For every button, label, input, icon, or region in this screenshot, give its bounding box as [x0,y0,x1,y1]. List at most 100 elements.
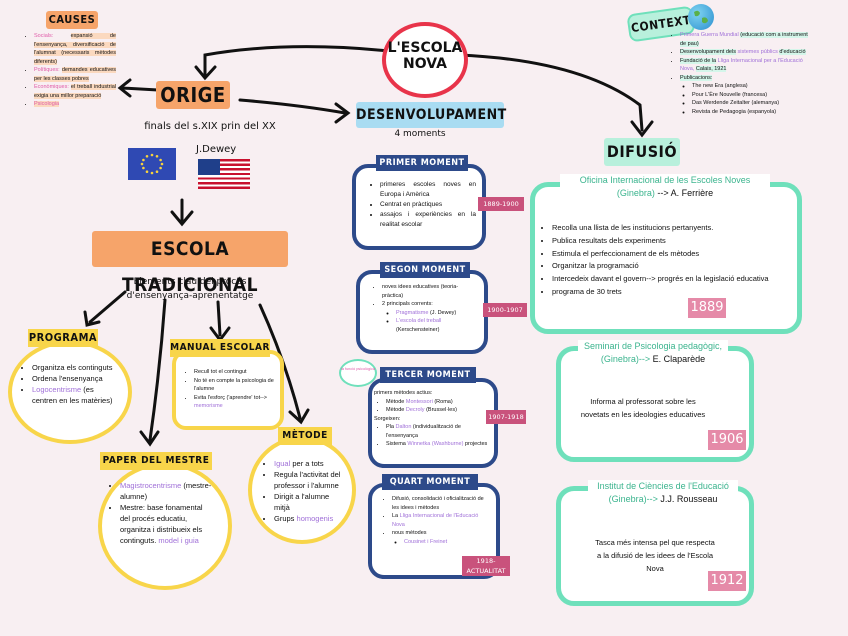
context-item-key: sistemes públics [737,49,778,55]
primer-item: primeres escoles noves en Europa i Amèri… [380,180,476,200]
paper-item: Mestre: base fonamental del procés educa… [120,502,212,546]
quart-list: Difusió, consolidació i oficialització d… [378,495,490,546]
segon-subitem-key: Pragmatisme [396,309,429,316]
metode-item-text: Grups [274,514,295,523]
tercer-list: primers mètodes actius: Mètode Montessor… [374,389,490,449]
segon-subitem-text: (J. Dewey) [429,309,457,316]
institut-title: Institut de Ciències de l'Educació (Gine… [588,480,738,506]
programa-item-text: (es centren en les matèries) [32,385,113,405]
quart-item: nous mètodes Cousinet i Freinet [392,529,490,546]
causes-item-key: Psicologia [34,101,60,107]
causes-item: Socials: expansió de l'ensenyança, diver… [34,32,116,66]
paper-item-text: Mestre: base fonamental del procés educa… [120,503,203,545]
oficina-item: Intercedeix davant el govern--> progrés … [552,273,786,286]
quart-label: QUART MOMENT [382,474,478,490]
tercer-subitem-text: projectes [464,441,488,447]
manual-box [172,350,284,430]
oficina-item: Organitzar la programació [552,260,786,273]
seminari-title: Seminari de Psicologia pedagògic, (Gineb… [578,340,728,366]
tercer-subitem-prefix: Pla [386,424,394,430]
oficina-item: Estimula el perfeccionament de els mètod… [552,248,786,261]
primer-date: 1889-1900 [478,197,524,211]
manual-item-key: memorisme [194,403,223,409]
manual-item-text: Recull tot el contingut [194,369,247,375]
oficina-title-person: --> A. Ferrière [657,188,714,198]
primer-item: assajos i experiències en la realitat es… [380,210,476,230]
segon-item: 2 principals corrents: Pragmatisme (J. D… [382,300,476,334]
oficina-title-place: Oficina Internacional de les Escoles Nov… [579,175,751,198]
programa-item-text: Organitza els continguts [32,363,113,372]
programa-item-key: Logocentrisme [32,385,82,394]
institut-date: 1912 [708,571,746,591]
segon-subitem-key: L'escola del treball [396,318,442,324]
main-title-line1: L'ESCOLA [387,40,463,56]
paper-list: Magistrocentrisme (mestre-alumne) Mestre… [106,480,212,546]
context-item: Primera Guerra Mundial (educació com a i… [680,31,814,48]
programa-label: PROGRAMA [28,329,98,347]
programa-item: Organitza els continguts [32,362,118,373]
oficina-list: Recolla una llista de les institucions p… [538,222,786,299]
quart-item: Difusió, consolidació i oficialització d… [392,495,490,512]
context-list: Primera Guerra Mundial (educació com a i… [666,31,814,116]
metode-item: Grups homogenis [274,513,346,524]
metode-item-text: per a tots [292,459,324,468]
note-text: la funció psicològica [341,367,375,371]
quart-subitem-key: Cousinet i Freinet [404,538,448,545]
manual-item-text: No té en compte la psicologia de l'alumn… [194,377,274,393]
seminari-title-place: Seminari de Psicologia pedagògic, (Gineb… [583,341,723,364]
manual-item: Evita l'esforç ('aprendre' tot--> memori… [194,394,274,411]
seminari-title-person: E. Claparède [652,354,706,364]
seminari-text: Informa al professorat sobre les novetat… [580,397,706,419]
main-title-line2: NOVA [403,56,447,72]
programa-item-text: Ordena l'ensenyança [32,374,103,383]
context-item-text: Fundació de la [680,57,717,64]
note-circle: la funció psicològica [339,359,377,387]
quart-date: 1918-ACTUALITAT [462,556,510,576]
segon-subitem: Pragmatisme (J. Dewey) [396,309,476,318]
publication-item: Das Werdende Zeitalter (alemanya) [692,99,814,108]
context-item-text: Calais, 1921 [695,66,727,72]
tercer-subitem-text: (Roma) [434,398,453,405]
tercer-intro: primers mètodes actius: [374,390,433,396]
tercer-subitem-prefix: Mètode [386,398,405,405]
context-item-text: Publicacions: [680,74,713,81]
metode-item-key: homogenis [296,514,334,523]
segon-item: noves idees educatives (teoria-pràctica) [382,283,476,300]
programa-item: Ordena l'ensenyança [32,373,118,384]
institut-title-person: J.J. Rousseau [660,494,718,504]
context-item: Desenvolupament dels sistemes públics d'… [680,48,814,57]
oficina-item: programa de 30 trets [552,286,786,299]
oficina-date: 1889 [688,298,726,318]
context-item-text: d'educació [779,49,806,55]
programa-item: Logocentrisme (es centren en les matèrie… [32,384,118,406]
arrow-to-desenvolupament [238,98,347,115]
globe-land [694,10,708,24]
segon-date: 1900-1907 [483,303,527,317]
tercer-subitem: Mètode Montessori (Roma) [386,398,490,407]
segon-list: noves idees educatives (teoria-pràctica)… [368,283,476,334]
tercer-date: 1907-1918 [486,410,526,424]
publication-item: Pour L'Ère Nouvelle (francesa) [692,91,814,100]
tercer-subitem: Pla Dalton (individualització de l'ensen… [386,423,490,440]
paper-item-key: model i guia [158,536,199,545]
oficina-title: Oficina Internacional de les Escoles Nov… [560,174,770,200]
tercer-subitem: Mètode Decroly (Brussel·les) [386,406,490,415]
institut-title-place: Institut de Ciències de l'Educació (Gine… [597,481,729,504]
tercer-intro2: Sorgeixen: [374,415,401,422]
segon-box [356,270,488,354]
paper-item-text: (mestre-alumne) [120,481,212,501]
tercer-subitem-prefix: Sistema [386,441,406,447]
seminari-date: 1906 [708,430,746,450]
escola-tradicional-subtitle: Elements clau del procés d'ensenyança-ap… [126,277,254,301]
metode-item-text: Regula l'activitat del professor i l'alu… [274,470,341,490]
us-flag-icon [198,159,250,189]
context-item: Publicacions: The new Era (anglesa) Pour… [680,74,814,117]
context-item-key: Primera Guerra Mundial [680,32,739,38]
primer-list: primeres escoles noves en Europa i Amèri… [366,180,476,230]
escola-tradicional-label: ESCOLA TRADICIONAL [92,231,288,296]
quart-item: La Lliga Internacional de l'Educació Nov… [392,512,490,529]
manual-list: Recull tot el contingut No té en compte … [180,368,274,411]
globe-icon [688,4,714,30]
difusio-label: DIFUSIÓ [604,138,680,166]
primer-label: PRIMER MOMENT [376,155,468,171]
